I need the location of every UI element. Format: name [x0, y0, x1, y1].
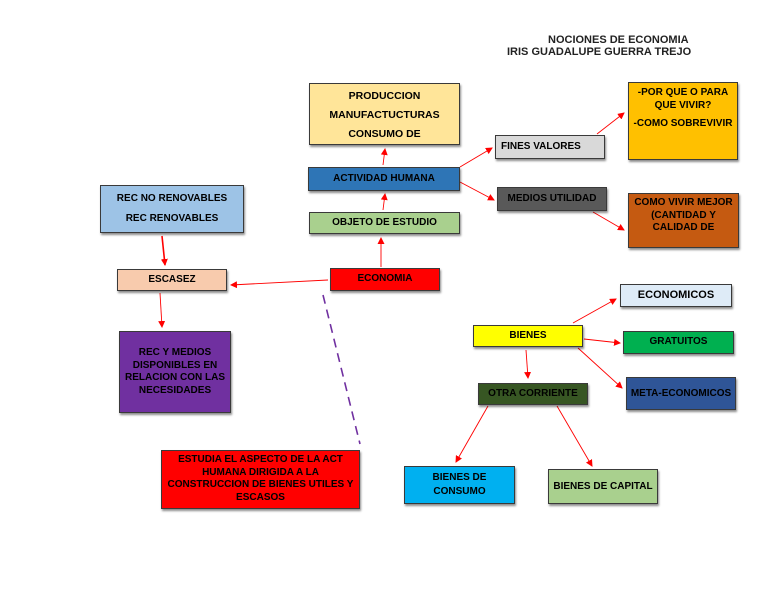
node-por-que-vivir-line-1: -POR QUE O PARA QUE VIVIR? [637, 87, 729, 111]
node-economicos-label: ECONOMICOS [637, 288, 715, 301]
node-otra-corriente: OTRA CORRIENTE [478, 383, 588, 405]
node-otra-corriente-label: OTRA CORRIENTE [488, 387, 578, 399]
node-produccion-line-1: PRODUCCION [348, 90, 421, 102]
node-economicos: ECONOMICOS [620, 284, 732, 307]
arrow-fines-to-porque [596, 112, 625, 135]
node-actividad-humana: ACTIVIDAD HUMANA [308, 167, 460, 191]
node-estudia-aspecto: ESTUDIA EL ASPECTO DE LA ACT HUMANA DIRI… [161, 450, 360, 509]
node-gratuitos: GRATUITOS [623, 331, 734, 354]
node-medios-utilidad: MEDIOS UTILIDAD [497, 187, 607, 211]
arrow-actividad-to-fines [459, 147, 493, 168]
node-bienes-consumo-label: BIENES DE CONSUMO [432, 472, 487, 497]
arrow-economia-to-escasez [230, 279, 329, 289]
node-meta-economicos: META-ECONOMICOS [626, 377, 736, 410]
node-economia-label: ECONOMIA [357, 273, 413, 285]
header-author: IRIS GUADALUPE GUERRA TREJO [507, 46, 692, 58]
node-actividad-humana-label: ACTIVIDAD HUMANA [333, 172, 435, 184]
header-title: NOCIONES DE ECONOMIA [548, 34, 689, 46]
node-objeto-estudio-label: OBJETO DE ESTUDIO [332, 216, 437, 228]
node-rec-medios: REC Y MEDIOS DISPONIBLES EN RELACION CON… [119, 331, 231, 413]
arrow-medios-to-comovivir [592, 211, 625, 231]
node-por-que-vivir: -POR QUE O PARA QUE VIVIR? -COMO SOBREVI… [628, 82, 738, 160]
node-bienes-label: BIENES [509, 329, 547, 341]
arrow-rec-to-escasez [160, 235, 168, 266]
arrow-bienes-to-economicos [572, 298, 617, 324]
arrow-bienes-to-meta [577, 347, 623, 389]
arrow-escasez-to-recmedios [158, 292, 166, 328]
node-escasez: ESCASEZ [117, 269, 227, 291]
node-fines-valores: FINES VALORES [495, 135, 605, 159]
arrow-otra-to-capital [556, 405, 593, 467]
node-rec-medios-label: REC Y MEDIOS DISPONIBLES EN RELACION CON… [125, 347, 225, 396]
arrow-bienes-to-gratuitos [583, 338, 621, 346]
arrow-actividad-to-medios [459, 181, 495, 201]
node-produccion: PRODUCCION MANUFACTUCTURAS CONSUMO DE [309, 83, 460, 145]
node-escasez-label: ESCASEZ [148, 273, 196, 285]
node-objeto-estudio: OBJETO DE ESTUDIO [309, 212, 460, 234]
node-bienes: BIENES [473, 325, 583, 347]
node-fines-valores-label: FINES VALORES [501, 140, 581, 152]
arrow-actividad-to-produccion [380, 148, 388, 166]
node-por-que-vivir-line-2: -COMO SOBREVIVIR [633, 118, 733, 129]
node-como-vivir-mejor-label: COMO VIVIR MEJOR (CANTIDAD Y CALIDAD DE [634, 197, 733, 233]
node-bienes-capital: BIENES DE CAPITAL [548, 469, 658, 504]
node-bienes-consumo: BIENES DE CONSUMO [404, 466, 515, 504]
node-recursos-line-1: REC NO RENOVABLES [116, 193, 228, 204]
node-gratuitos-label: GRATUITOS [649, 336, 708, 348]
node-recursos: REC NO RENOVABLES REC RENOVABLES [100, 185, 244, 233]
node-produccion-line-3: CONSUMO DE [348, 128, 421, 140]
arrow-bienes-to-otra [524, 349, 532, 379]
node-estudia-aspecto-label: ESTUDIA EL ASPECTO DE LA ACT HUMANA DIRI… [167, 454, 354, 503]
node-como-vivir-mejor: COMO VIVIR MEJOR (CANTIDAD Y CALIDAD DE [628, 193, 739, 248]
node-recursos-line-2: REC RENOVABLES [125, 213, 219, 224]
node-produccion-line-2: MANUFACTUCTURAS [329, 109, 440, 121]
dashed-link-economia-estudia [322, 294, 361, 445]
node-medios-utilidad-label: MEDIOS UTILIDAD [507, 192, 597, 204]
node-economia: ECONOMIA [330, 268, 440, 291]
arrow-objeto-to-actividad [380, 193, 388, 211]
node-meta-economicos-label: META-ECONOMICOS [630, 387, 732, 399]
arrow-otra-to-consumo [455, 405, 489, 463]
node-bienes-capital-label: BIENES DE CAPITAL [553, 480, 653, 492]
